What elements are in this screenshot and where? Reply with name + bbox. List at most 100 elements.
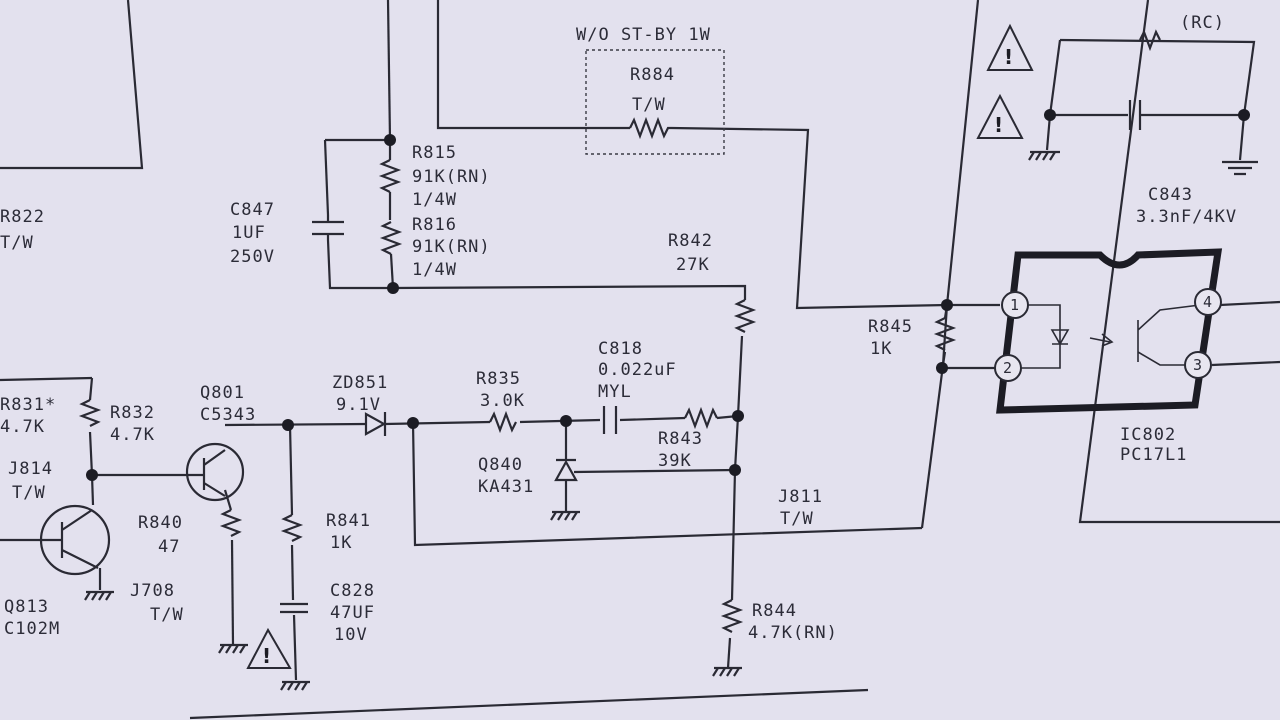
label-r840: R840	[138, 513, 183, 533]
wire-right-vertical	[920, 0, 980, 529]
wire-ic-pin4	[1219, 300, 1280, 307]
label-c843-value: 3.3nF/4KV	[1136, 207, 1237, 227]
label-r843: R843	[658, 429, 703, 449]
shunt-regulator-q840	[554, 459, 578, 482]
warning-triangle-icon	[976, 93, 1024, 139]
label-r844: R844	[752, 601, 797, 621]
label-c818: C818	[598, 339, 643, 359]
resistor-r845	[933, 317, 957, 351]
resistor-r842	[733, 299, 757, 333]
junction-dot	[407, 417, 419, 429]
label-r884-tw: T/W	[632, 95, 666, 115]
label-q840: Q840	[478, 455, 523, 475]
resistor-r884	[629, 116, 672, 140]
junction-dot	[560, 415, 572, 427]
wire-r840-j708	[230, 539, 235, 646]
label-r832-value: 4.7K	[110, 425, 155, 445]
label-q840-part: KA431	[478, 477, 534, 497]
label-r841: R841	[326, 511, 371, 531]
wire-r842-feed	[392, 284, 747, 300]
capacitor-c818	[602, 406, 618, 434]
resistor-r815	[378, 159, 402, 193]
wire-c847-upper	[323, 139, 330, 216]
wire-zd851-r835	[384, 420, 491, 426]
ic802-phototransistor	[1137, 304, 1201, 366]
wire-c843-right	[1140, 113, 1246, 161]
transistor-q813-leads	[40, 509, 99, 569]
label-r884: R884	[630, 65, 675, 85]
label-j708: J708	[130, 581, 175, 601]
label-c843: C843	[1148, 185, 1193, 205]
ground-rc-right	[1222, 160, 1258, 176]
resistor-r816	[379, 221, 403, 255]
label-r832: R832	[110, 403, 155, 423]
label-j708-tw: T/W	[150, 605, 184, 625]
label-r845-value: 1K	[870, 339, 892, 359]
ground-q840	[550, 510, 580, 521]
label-c847-value-2: 250V	[230, 247, 275, 267]
label-q801: Q801	[200, 383, 245, 403]
grounds	[84, 150, 1258, 691]
ic802-pin-4	[1194, 288, 1222, 316]
label-ic802-part: PC17L1	[1120, 445, 1187, 465]
ic802-optocoupler: 1 2 3 4	[994, 248, 1223, 414]
capacitor-c828	[280, 602, 308, 614]
wire-c847-lower	[326, 239, 393, 290]
wire-r815-top	[386, 0, 392, 141]
junction-dot	[387, 282, 399, 294]
capacitor-c847	[312, 220, 344, 236]
resistor-r831	[78, 399, 102, 427]
label-c828-value-2: 10V	[334, 625, 368, 645]
component-labels: W/O ST-BY 1W R884 T/W (RC) C843 3.3nF/4K…	[0, 13, 1237, 645]
wire-isolation-line	[1078, 0, 1280, 524]
wire-r884-right	[671, 126, 948, 310]
warning-mark: !	[1004, 45, 1013, 69]
ic802-pin-1	[1001, 291, 1029, 319]
junction-dot	[732, 410, 744, 422]
label-r815-value-2: 1/4W	[412, 190, 457, 210]
label-r831-value: 4.7K	[0, 417, 45, 437]
label-r822-tw: T/W	[0, 233, 34, 253]
wire-r884-left	[436, 0, 630, 130]
wire-r844-ground	[726, 637, 732, 669]
wire-bottom	[189, 688, 869, 720]
wire-r841-bottom	[290, 544, 295, 601]
label-q813-part: C102M	[4, 619, 60, 639]
label-j814-tw: T/W	[12, 483, 46, 503]
label-r822: R822	[0, 207, 45, 227]
junction-dot	[729, 464, 741, 476]
resistor-r840	[219, 509, 243, 537]
ic802-pin-4-label: 4	[1203, 293, 1212, 311]
label-r844-value: 4.7K(RN)	[748, 623, 838, 643]
warning-mark: !	[262, 644, 271, 668]
label-wo-standby: W/O ST-BY 1W	[576, 25, 711, 45]
wire-r841-top	[288, 424, 294, 516]
ic802-pin-2	[994, 354, 1022, 382]
label-c818-value-1: 0.022uF	[598, 360, 677, 380]
wire-c828-ground	[292, 614, 298, 681]
label-r831: R831*	[0, 395, 56, 415]
junction-dot	[384, 134, 396, 146]
wire-rc-top	[1059, 38, 1256, 116]
warning-mark: !	[994, 113, 1003, 137]
resistor-r835	[489, 410, 517, 434]
ground-rc-left	[1028, 150, 1060, 161]
ic802-body	[996, 248, 1223, 414]
ic802-pin-1-label: 1	[1010, 296, 1019, 314]
junctions	[86, 109, 1250, 481]
wire-j811	[411, 421, 923, 547]
label-zd851: ZD851	[332, 373, 388, 393]
capacitors	[280, 100, 1142, 614]
ground-j708	[218, 643, 248, 654]
resistor-r843	[684, 406, 718, 430]
label-r842-value: 27K	[676, 255, 710, 275]
label-r816-value-2: 1/4W	[412, 260, 457, 280]
wire-ic-pin3	[1211, 360, 1280, 367]
resistor-r841	[280, 514, 304, 542]
junction-dot	[282, 419, 294, 431]
wire-rc-left	[1045, 39, 1062, 151]
label-zd851-value: 9.1V	[336, 395, 381, 415]
label-c818-value-2: MYL	[598, 382, 632, 402]
